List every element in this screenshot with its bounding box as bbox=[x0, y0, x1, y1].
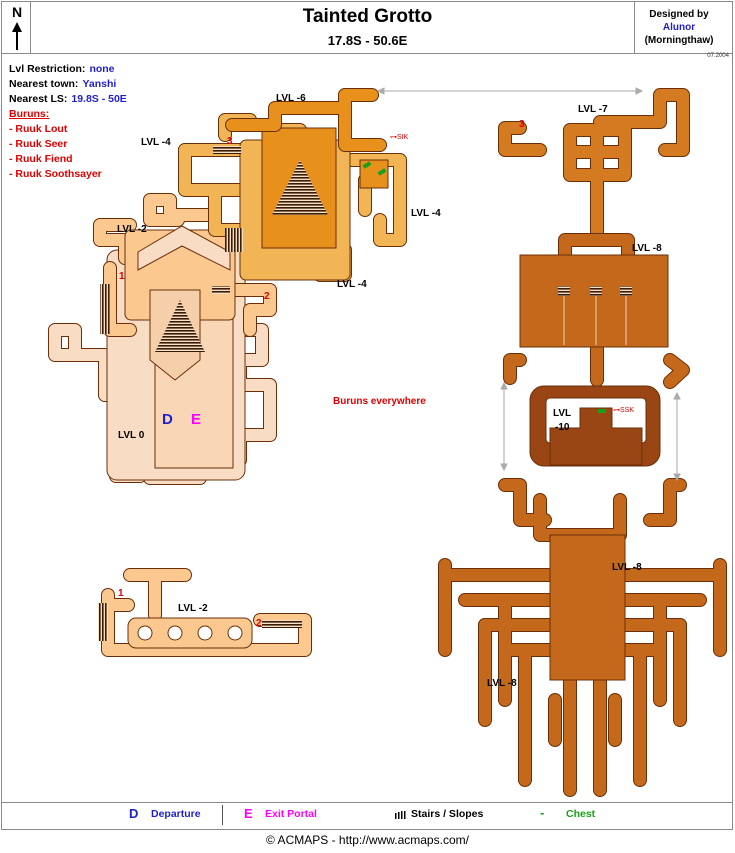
level-label: LVL bbox=[553, 408, 572, 419]
designed-by-label: Designed by bbox=[649, 9, 709, 20]
level-minus7-area bbox=[498, 88, 690, 242]
connection-lines bbox=[376, 87, 681, 482]
level-minus2-area bbox=[93, 193, 277, 381]
map-note: Buruns everywhere bbox=[333, 396, 426, 407]
legend-divider bbox=[1, 802, 733, 803]
level-label: LVL -6 bbox=[276, 93, 306, 104]
nearest-town-value: Yanshi bbox=[82, 78, 117, 90]
level-minus4-area bbox=[178, 113, 407, 282]
designer-block: Designed by Alunor (Morningthaw) bbox=[629, 8, 729, 47]
level-label: -10 bbox=[555, 422, 570, 433]
level-label: LVL -2 bbox=[117, 224, 147, 235]
north-arrow-icon bbox=[12, 22, 22, 50]
compass: N bbox=[6, 4, 28, 52]
header-divider bbox=[1, 53, 733, 54]
compass-divider bbox=[30, 1, 31, 53]
ssk-key-marker: ⊶SSK bbox=[613, 406, 634, 414]
lvl-restriction-label: Lvl Restriction: bbox=[9, 63, 86, 75]
key-icon: ⊶ bbox=[613, 407, 620, 414]
stairs-icon bbox=[395, 811, 406, 819]
level-label: LVL 0 bbox=[118, 430, 145, 441]
map-title: Tainted Grotto bbox=[302, 6, 433, 27]
compass-letter: N bbox=[11, 4, 23, 20]
legend-departure-label: Departure bbox=[151, 808, 201, 820]
level-label: LVL -8 bbox=[487, 678, 517, 689]
marker-3: 3 bbox=[227, 136, 233, 147]
exit-portal-marker: E bbox=[191, 411, 202, 428]
nearest-ls-label: Nearest LS: bbox=[9, 93, 68, 105]
marker-3: 3 bbox=[519, 119, 525, 130]
legend-stairs-label: Stairs / Slopes bbox=[411, 808, 484, 820]
monster-item: - Ruuk Fiend bbox=[9, 153, 73, 165]
marker-2: 2 bbox=[264, 291, 270, 302]
level-minus6-area bbox=[225, 88, 389, 189]
copyright: © ACMAPS - http://www.acmaps.com/ bbox=[266, 833, 469, 847]
server-name: (Morningthaw) bbox=[644, 35, 714, 46]
level-label: LVL -7 bbox=[578, 104, 608, 115]
marker-1: 1 bbox=[118, 588, 124, 599]
level-label: LVL -2 bbox=[178, 603, 208, 614]
marker-2: 2 bbox=[256, 618, 262, 629]
sik-key-marker: ⊶SIK bbox=[390, 133, 408, 141]
legend-divider-1 bbox=[222, 805, 223, 825]
map-frame bbox=[1, 1, 733, 830]
monsters-heading: Buruns: bbox=[9, 108, 50, 120]
departure-marker: D bbox=[162, 411, 173, 428]
monster-item: - Ruuk Lout bbox=[9, 123, 68, 135]
legend-exit-label: Exit Portal bbox=[265, 808, 317, 820]
level-minus8-upper-area bbox=[503, 233, 690, 389]
level-minus2-lower-area bbox=[98, 568, 312, 657]
level-label: LVL -8 bbox=[632, 243, 662, 254]
level-label: LVL -4 bbox=[141, 137, 171, 148]
legend-chest-key: - bbox=[540, 805, 545, 820]
map-date: 07.2004 bbox=[707, 53, 729, 59]
ssk-key-label: SSK bbox=[620, 407, 635, 414]
marker-1: 1 bbox=[119, 271, 125, 282]
sik-key-label: SIK bbox=[397, 134, 409, 141]
map-coordinates: 17.8S - 50.6E bbox=[327, 33, 408, 48]
level-label: LVL -8 bbox=[612, 562, 642, 573]
nearest-town-label: Nearest town: bbox=[9, 78, 79, 90]
legend-departure-key: D bbox=[129, 806, 139, 821]
level-minus8-lower-area bbox=[438, 478, 727, 797]
level-label: LVL -4 bbox=[411, 208, 441, 219]
level-label: LVL -4 bbox=[337, 279, 367, 290]
legend-exit-key: E bbox=[244, 806, 253, 821]
legend-chest-label: Chest bbox=[566, 808, 596, 820]
level-minus10-area bbox=[529, 385, 661, 467]
author-name: Alunor bbox=[662, 22, 696, 33]
info-block: Lvl Restriction:none Nearest town:Yanshi… bbox=[9, 62, 127, 182]
designer-divider bbox=[634, 1, 635, 53]
nearest-ls-value: 19.8S - 50E bbox=[71, 93, 127, 105]
lvl-restriction-value: none bbox=[89, 63, 115, 75]
monster-item: - Ruuk Seer bbox=[9, 138, 68, 150]
monster-item: - Ruuk Soothsayer bbox=[9, 168, 102, 180]
key-icon: ⊶ bbox=[390, 134, 397, 141]
